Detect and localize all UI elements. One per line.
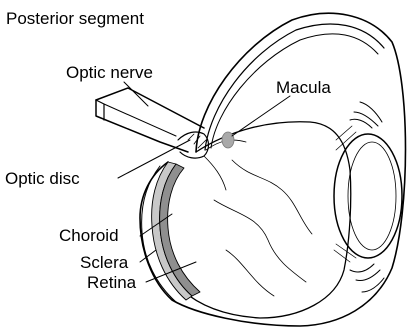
retina-band [160,164,200,296]
label-optic-disc: Optic disc [5,170,80,188]
macula-spot [222,132,234,148]
label-choroid: Choroid [59,227,119,245]
label-sclera: Sclera [80,254,128,272]
lens-shape [334,134,402,258]
ciliary-body-lower [350,264,384,292]
label-optic-nerve: Optic nerve [66,64,153,82]
lens-inner [348,142,396,250]
optic-nerve-bottom [96,100,188,152]
surface-fold-2 [214,200,306,282]
surface-fold-3 [226,250,274,296]
optic-nerve-mid [104,104,176,136]
surface-fold-1 [232,160,312,234]
ciliary-body-upper [350,102,382,128]
label-retina: Retina [87,274,136,292]
leader-optic-nerve [124,82,148,106]
optic-disc-outline [178,132,209,158]
diagram-title: Posterior segment [6,10,144,28]
vessel-branch-1 [204,140,246,190]
label-macula: Macula [276,79,331,97]
leader-macula [232,96,290,136]
